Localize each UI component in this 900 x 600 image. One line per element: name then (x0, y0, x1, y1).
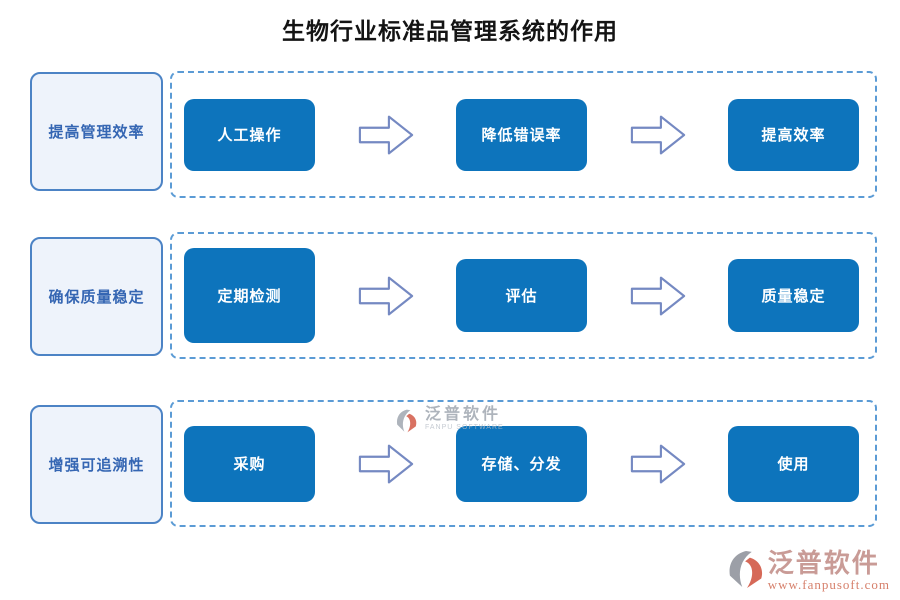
right-arrow-icon (358, 115, 413, 154)
right-arrow-icon (358, 444, 413, 483)
logo-url: www.fanpusoft.com (767, 577, 890, 592)
step-node: 质量稳定 (728, 259, 859, 332)
step-node: 降低错误率 (456, 98, 587, 171)
step-node: 定期检测 (184, 248, 315, 343)
right-arrow-icon (358, 276, 413, 315)
step-node: 人工操作 (184, 98, 315, 171)
step-node: 存储、分发 (456, 425, 587, 502)
page-title: 生物行业标准品管理系统的作用 (282, 19, 618, 44)
step-node: 采购 (184, 425, 315, 502)
step-node: 提高效率 (728, 98, 859, 171)
fanpu-logo-icon (396, 409, 417, 433)
flow-panel-quality: 定期检测 评估 质量稳定 (170, 232, 877, 359)
flow-panel-traceability: 采购 存储、分发 使用 (170, 400, 877, 527)
row-label-efficiency: 提高管理效率 (30, 72, 163, 191)
watermark-subtitle: FANPU SOFTWARE (425, 424, 504, 431)
right-arrow-icon (630, 276, 685, 315)
fanpu-logo-icon (729, 550, 762, 588)
row-label-text: 确保质量稳定 (48, 290, 145, 306)
row-label-text: 提高管理效率 (48, 125, 145, 141)
row-label-traceability: 增强可追溯性 (30, 405, 163, 524)
logo-name: 泛普软件 (767, 548, 880, 578)
row-label-quality: 确保质量稳定 (30, 237, 163, 356)
flow-panel-efficiency: 人工操作 降低错误率 提高效率 (170, 71, 877, 198)
step-node: 使用 (728, 425, 859, 502)
watermark-name: 泛普软件 (425, 406, 502, 423)
right-arrow-icon (630, 115, 685, 154)
center-watermark: 泛普软件 FANPU SOFTWARE (396, 406, 504, 436)
step-node: 评估 (456, 259, 587, 332)
row-label-text: 增强可追溯性 (48, 458, 145, 474)
fanpu-logo: 泛普软件 www.fanpusoft.com (728, 549, 890, 593)
right-arrow-icon (630, 444, 685, 483)
